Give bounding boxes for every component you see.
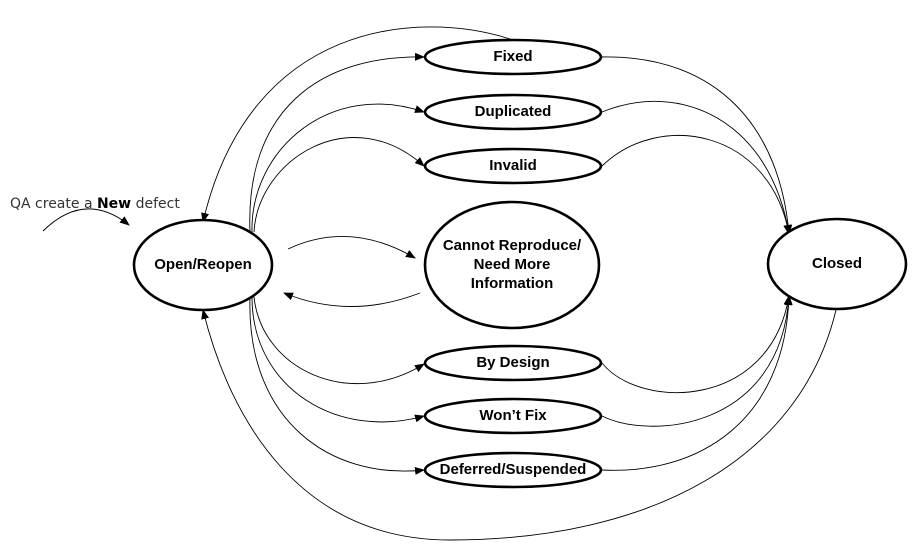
- state-cannot-reproduce-line3: Information: [471, 275, 554, 292]
- state-by-design: By Design: [423, 344, 603, 382]
- entry-caption-prefix: QA create a: [10, 196, 97, 212]
- edge-open-to-fixed: [249, 52, 425, 233]
- entry-caption-suffix: defect: [131, 196, 180, 212]
- state-fixed-label: Fixed: [493, 48, 532, 65]
- state-closed-label: Closed: [812, 255, 862, 272]
- state-open-reopen: Open/Reopen: [132, 218, 274, 312]
- state-duplicated-label: Duplicated: [475, 103, 552, 120]
- state-invalid-label: Invalid: [489, 157, 537, 174]
- state-deferred-suspended: Deferred/Suspended: [423, 451, 603, 489]
- edge-duplicated-to-closed: [601, 100, 792, 235]
- edge-start-to-open: [42, 208, 130, 232]
- edge-open-to-deferred: [249, 296, 425, 475]
- state-cannot-reproduce: Cannot Reproduce/ Need More Information: [423, 200, 601, 330]
- state-invalid: Invalid: [423, 147, 603, 185]
- edge-fixed-to-open: [201, 26, 511, 223]
- edge-cannot-reproduce-to-open: [283, 292, 421, 307]
- state-open-label: Open/Reopen: [154, 256, 252, 273]
- edge-open-to-duplicated: [251, 103, 425, 233]
- entry-caption-new: New: [97, 196, 131, 212]
- state-by-design-label: By Design: [476, 354, 549, 371]
- edge-closed-to-open: [201, 309, 837, 541]
- state-cannot-reproduce-line2: Need More: [474, 256, 551, 273]
- edge-open-to-by-design: [253, 296, 425, 385]
- state-deferred-label: Deferred/Suspended: [440, 461, 587, 478]
- state-duplicated: Duplicated: [423, 93, 603, 131]
- edge-open-to-wont-fix: [251, 296, 425, 423]
- edge-open-to-invalid: [253, 137, 425, 233]
- state-closed: Closed: [766, 217, 908, 311]
- edge-wont-fix-to-closed: [601, 295, 793, 427]
- state-wont-fix: Won’t Fix: [423, 397, 603, 435]
- state-fixed: Fixed: [423, 38, 603, 76]
- edge-deferred-to-closed: [601, 295, 793, 471]
- entry-caption: QA create a New defect: [10, 196, 180, 212]
- state-wont-fix-label: Won’t Fix: [479, 407, 547, 424]
- edge-open-to-cannot-reproduce: [287, 236, 416, 259]
- state-cannot-reproduce-line1: Cannot Reproduce/: [443, 237, 582, 254]
- edge-invalid-to-closed: [601, 135, 792, 235]
- edge-fixed-to-closed: [601, 56, 793, 235]
- edge-by-design-to-closed: [601, 295, 792, 394]
